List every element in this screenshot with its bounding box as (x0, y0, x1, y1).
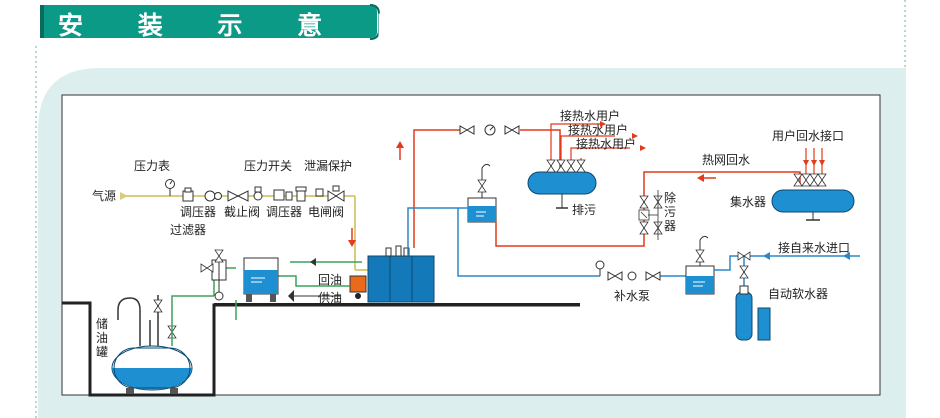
pressure-switch-icon (253, 186, 263, 201)
label-hot-water-user-2: 接热水用户 (568, 122, 628, 137)
label-oil-tank-2: 油 (96, 331, 108, 345)
label-filter: 过滤器 (170, 223, 206, 237)
return-oil-arrow (310, 258, 316, 266)
regulator-1-icon (182, 187, 194, 202)
decontaminator-icon (638, 190, 663, 240)
label-supply-oil: 供油 (318, 291, 342, 305)
ground-line (214, 303, 580, 306)
user-arrow-2 (632, 133, 638, 139)
distributor-valves (546, 159, 586, 173)
top-gauge-icon (484, 124, 496, 136)
oil-tank-valve (153, 299, 177, 339)
label-pressure-gauge: 压力表 (134, 159, 170, 173)
burner-wheel (355, 293, 361, 299)
label-regulator-1: 调压器 (180, 205, 216, 219)
tap-water-arrow-1 (763, 252, 770, 260)
user-arrow-3 (640, 145, 646, 151)
oil-storage-tank-icon (111, 345, 193, 394)
expansion-tank-icon (467, 163, 497, 223)
user-arrow-1 (600, 121, 606, 127)
air-source-arrow (120, 192, 128, 200)
supply-oil-arrow (288, 290, 294, 302)
collector-arrow-1 (803, 160, 809, 166)
label-return-oil: 回油 (318, 273, 342, 287)
filter-icon (204, 190, 222, 202)
distributor-icon (527, 171, 597, 209)
label-decontaminator-2: 污 (664, 205, 676, 219)
collector-arrow-3 (819, 160, 825, 166)
return-water-pipe (407, 207, 686, 277)
day-oil-tank-icon (243, 257, 279, 302)
pressure-gauge-icon (165, 179, 175, 196)
label-heat-net-return: 热网回水 (702, 153, 750, 167)
regulator-2-icon (295, 186, 307, 202)
label-decontaminator-1: 除 (664, 190, 676, 205)
label-regulator-2: 调压器 (266, 205, 302, 219)
diagram-title: 安 装 示 意 图 (58, 11, 425, 40)
tap-water-arrow-2 (843, 252, 850, 260)
burner-arrow-head (348, 240, 356, 247)
label-drain: 排污 (572, 203, 596, 217)
label-leak-protection: 泄漏保护 (304, 159, 352, 173)
top-valve-2-icon (504, 125, 520, 135)
collector-valves (793, 173, 827, 187)
inner-frame (61, 94, 881, 396)
water-collector-icon (771, 189, 855, 221)
label-decontaminator-3: 器 (664, 219, 676, 233)
label-pressure-switch: 压力开关 (244, 159, 292, 173)
label-hot-water-user-1: 接热水用户 (560, 108, 620, 123)
supply-up-arrow-head (396, 141, 404, 148)
boiler-icon (367, 245, 435, 303)
label-hot-water-user-3: 接热水用户 (576, 136, 636, 151)
label-oil-tank-1: 储 (96, 316, 108, 331)
label-stop-valve: 截止阀 (224, 205, 260, 219)
label-tap-water-inlet: 接自来水进口 (778, 240, 850, 255)
burner-icon (349, 275, 367, 293)
leak-protection-icon (273, 189, 293, 201)
label-oil-tank-3: 罐 (96, 345, 108, 359)
solenoid-valve-icon (315, 185, 345, 202)
title-banner (40, 4, 380, 40)
oil-filter-assembly (200, 249, 227, 301)
label-solenoid-valve: 电闸阀 (308, 205, 344, 219)
label-air-source: 气源 (92, 188, 116, 203)
softener-icon (735, 285, 771, 341)
tap-valves (737, 251, 751, 279)
label-water-collector: 集水器 (730, 194, 766, 209)
collector-arrow-2 (811, 160, 817, 166)
label-auto-softener: 自动软水器 (768, 287, 828, 301)
top-valve-1-icon (459, 125, 475, 135)
label-user-return-port: 用户回水接口 (772, 128, 844, 143)
makeup-tank-icon (685, 235, 715, 295)
label-makeup-pump: 补水泵 (614, 289, 650, 303)
stop-valve-icon (227, 190, 249, 202)
makeup-pump-group (595, 260, 661, 281)
heat-return-arrow-head (697, 174, 704, 182)
